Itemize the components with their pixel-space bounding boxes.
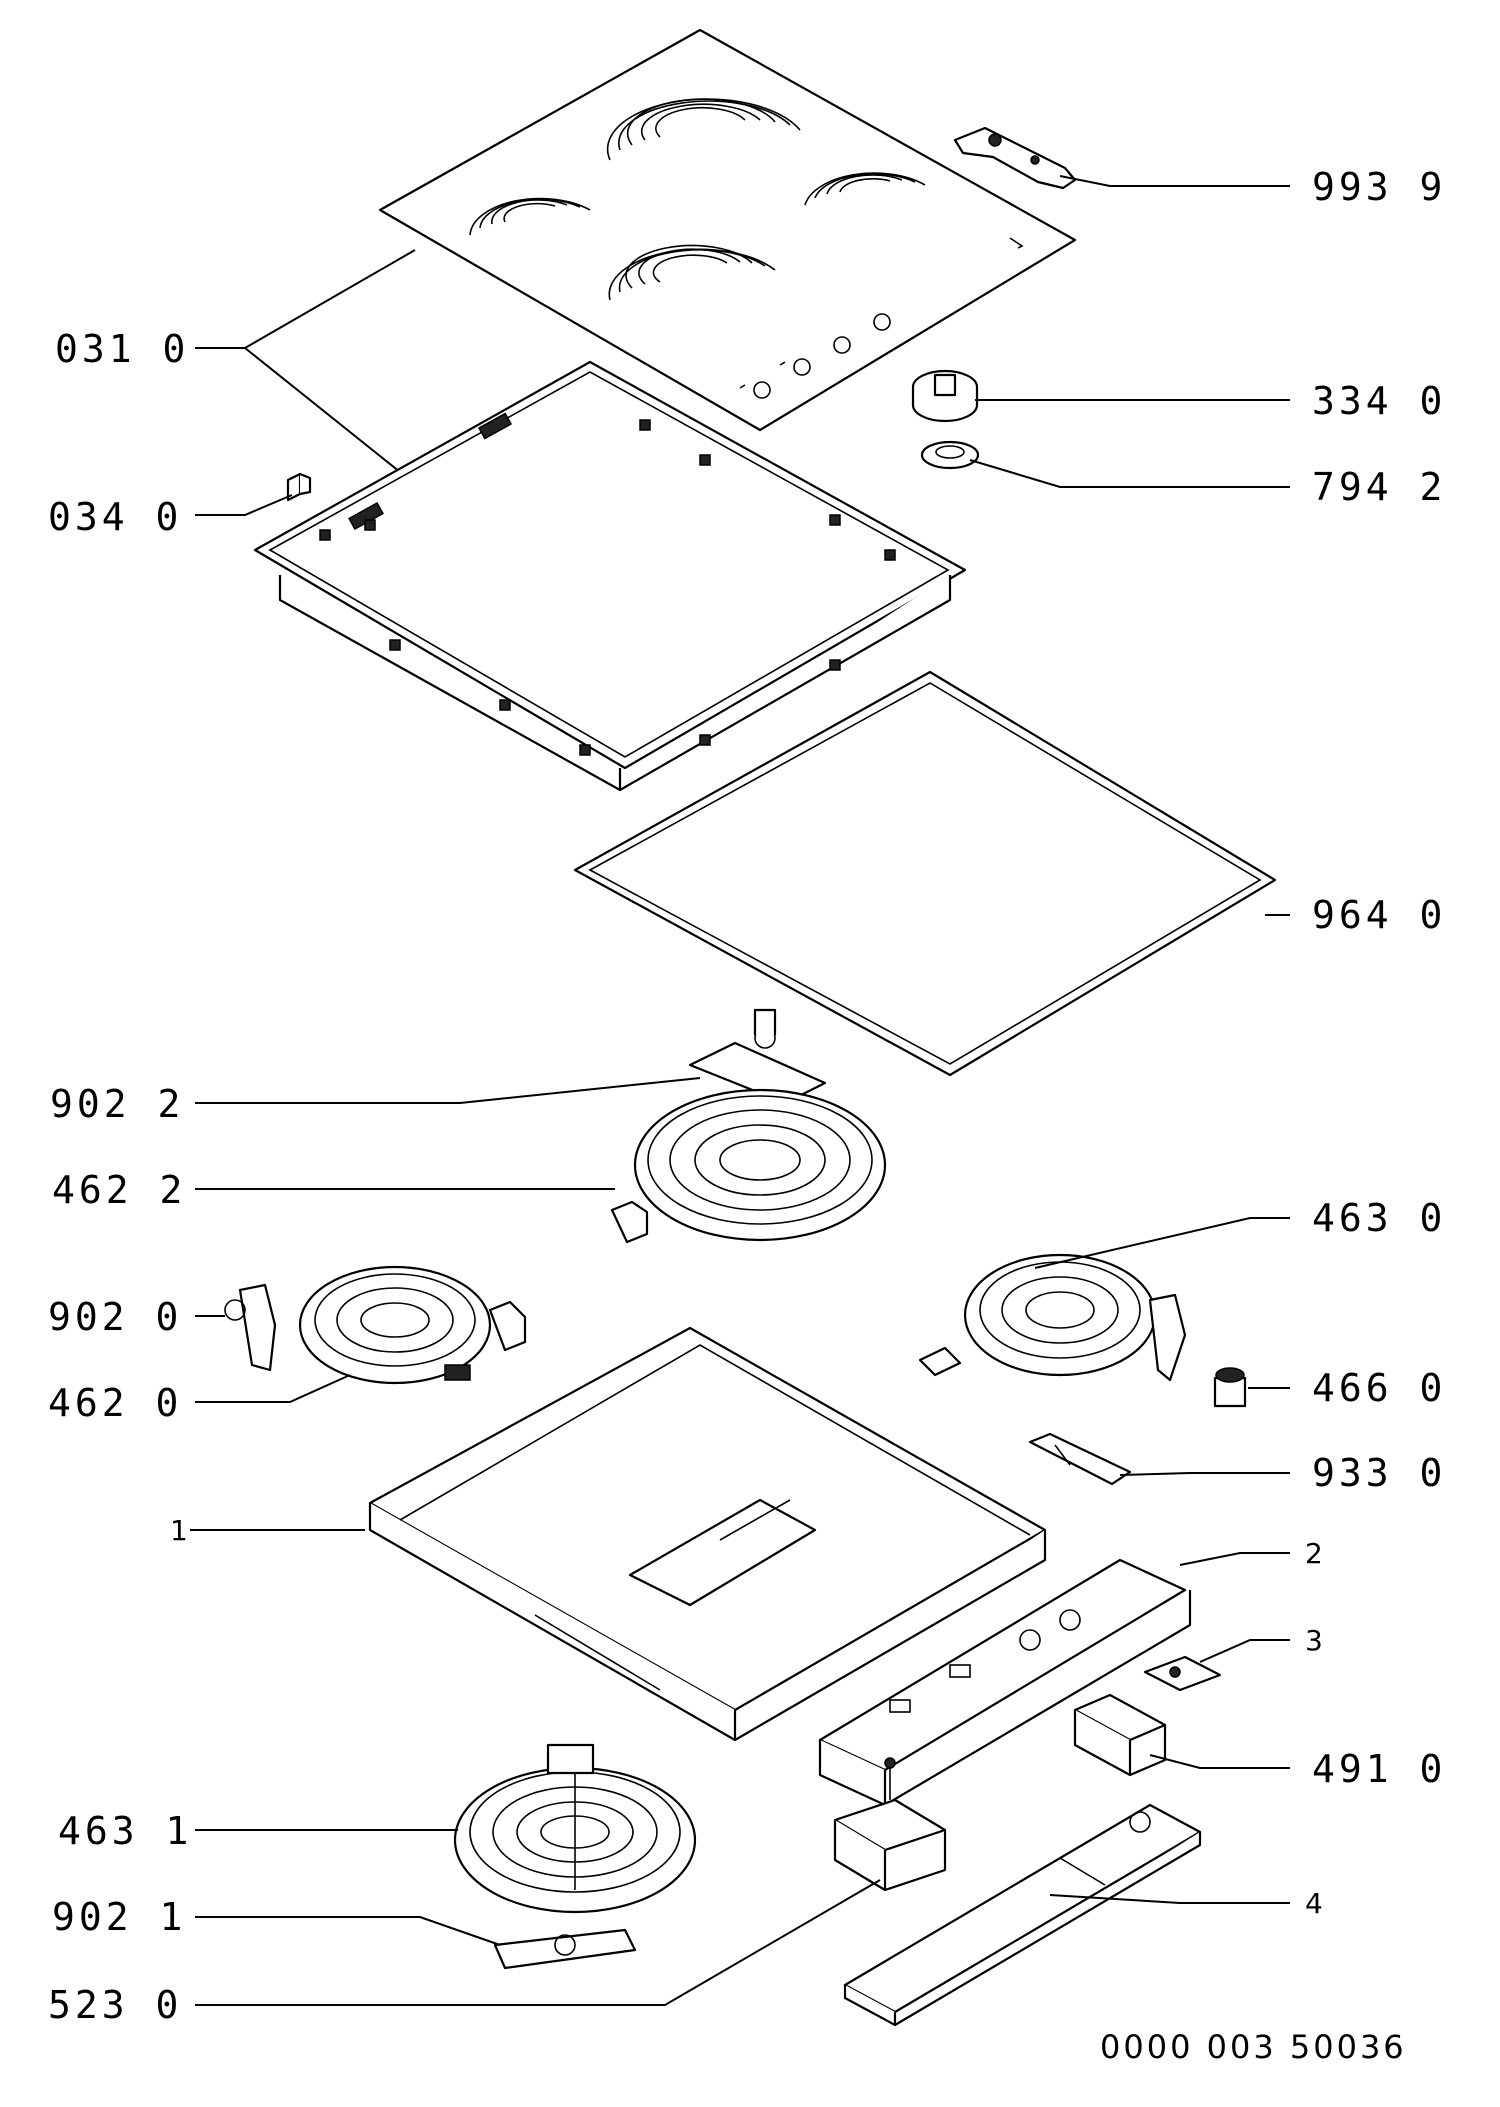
- gasket-seal: [573, 670, 1277, 1077]
- leader-034: [195, 494, 293, 516]
- leader-463-0: [1034, 1217, 1290, 1269]
- leader-902-2: [195, 1077, 701, 1104]
- leader-794: [969, 459, 1290, 488]
- control-panel: [818, 1558, 1192, 1807]
- leader-491: [1149, 1754, 1290, 1769]
- cover-strip: [843, 1803, 1202, 2027]
- leader-523: [195, 1879, 881, 2006]
- label-463-1: 463 1: [58, 1809, 192, 1853]
- label-2: 2: [1305, 1537, 1323, 1570]
- label-031: 031 0: [55, 327, 189, 371]
- clamp: [1143, 1655, 1222, 1692]
- terminal-block: [1073, 1693, 1167, 1777]
- bracket-993: [953, 126, 1077, 190]
- bracket-902-0: [224, 1283, 277, 1372]
- control-knob: [911, 369, 979, 423]
- leader-3: [1199, 1639, 1290, 1663]
- hotplate-462-2: [610, 1088, 887, 1244]
- leader-933: [1119, 1472, 1290, 1476]
- hotplate-463-1: [453, 1743, 697, 1914]
- leader-2: [1179, 1552, 1290, 1566]
- label-3: 3: [1305, 1624, 1323, 1657]
- label-4: 4: [1305, 1887, 1323, 1920]
- document-id: 0000 003 50036: [1100, 2028, 1407, 2066]
- label-794: 794 2: [1312, 465, 1446, 509]
- housing-tray: [368, 1326, 1047, 1742]
- hotplate-462-0: [298, 1265, 527, 1385]
- label-902-0: 902 0: [48, 1295, 182, 1339]
- frame-clip: [286, 472, 312, 502]
- label-466: 466 0: [1312, 1366, 1446, 1410]
- label-1: 1: [170, 1514, 188, 1547]
- leader-4: [1049, 1894, 1290, 1904]
- label-462-0: 462 0: [48, 1381, 182, 1425]
- label-993: 993 9: [1312, 165, 1446, 209]
- label-034: 034 0: [48, 495, 182, 539]
- leader-902-1: [195, 1916, 501, 1946]
- leader-031-b: [244, 347, 401, 473]
- hotplate-463-0: [918, 1253, 1187, 1382]
- label-463-0: 463 0: [1312, 1196, 1446, 1240]
- cooktop-frame: [253, 360, 967, 792]
- knob-ring: [920, 440, 980, 470]
- glass-cooktop: [378, 28, 1077, 432]
- energy-regulator: [833, 1757, 947, 1892]
- leader-462-0: [195, 1374, 351, 1403]
- label-933: 933 0: [1312, 1451, 1446, 1495]
- label-462-2: 462 2: [52, 1168, 186, 1212]
- label-964: 964 0: [1312, 893, 1446, 937]
- label-334: 334 0: [1312, 379, 1446, 423]
- thermostat-466: [1213, 1367, 1247, 1408]
- label-491: 491 0: [1312, 1747, 1446, 1791]
- label-523: 523 0: [48, 1983, 182, 2027]
- bracket-933: [1028, 1432, 1132, 1486]
- bracket-902-1: [493, 1928, 637, 1970]
- label-902-1: 902 1: [52, 1895, 186, 1939]
- leader-031-a: [244, 249, 416, 349]
- leader-993: [1059, 175, 1290, 187]
- bracket-902-2: [688, 1008, 827, 1105]
- label-902-2: 902 2: [50, 1082, 184, 1126]
